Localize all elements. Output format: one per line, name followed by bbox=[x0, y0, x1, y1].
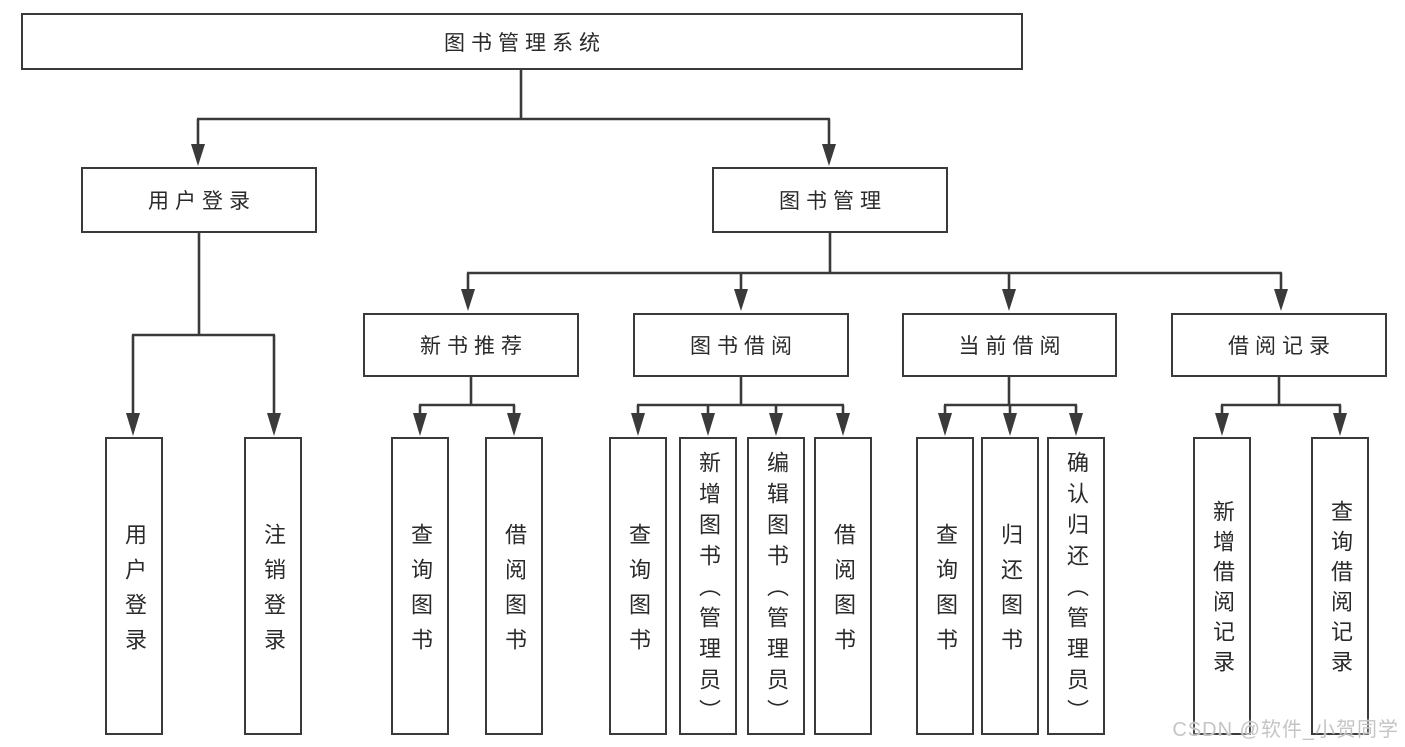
arrowhead-icon bbox=[836, 413, 850, 436]
connector-mgmt-to-level3 bbox=[466, 233, 1283, 291]
leaf-logout: 注销登录 bbox=[244, 437, 302, 735]
connector-current-branch bbox=[943, 377, 1078, 415]
csdn-watermark: CSDN @软件_小贺同学 bbox=[1172, 719, 1399, 741]
arrowhead-icon bbox=[631, 413, 645, 436]
node-book-management: 图书管理 bbox=[712, 167, 948, 233]
leaf-user-login: 用户登录 bbox=[105, 437, 163, 735]
leaf-edit-books-admin: 编辑图书（管理员） bbox=[747, 437, 805, 735]
leaf-label: 借阅图书 bbox=[831, 522, 856, 663]
leaf-label: 注销登录 bbox=[261, 522, 286, 663]
node-label: 图书借阅 bbox=[690, 335, 798, 358]
leaf-label: 确认归还（管理员） bbox=[1064, 451, 1089, 730]
arrowhead-icon bbox=[413, 413, 427, 436]
arrowhead-icon bbox=[191, 144, 205, 166]
arrowhead-icon bbox=[1002, 289, 1016, 311]
leaf-label: 查询图书 bbox=[933, 522, 958, 663]
arrowhead-icon bbox=[1333, 413, 1347, 436]
node-label: 当前借阅 bbox=[958, 335, 1067, 358]
leaf-borrow-books-recommend: 借阅图书 bbox=[485, 437, 543, 735]
leaf-add-borrow-record: 新增借阅记录 bbox=[1193, 437, 1251, 735]
leaf-query-books-current: 查询图书 bbox=[916, 437, 974, 735]
leaf-label: 编辑图书（管理员） bbox=[764, 451, 789, 730]
leaf-label: 查询借阅记录 bbox=[1328, 500, 1353, 680]
arrowhead-icon bbox=[938, 413, 952, 436]
leaf-label: 查询图书 bbox=[626, 522, 651, 663]
node-root-label: 图书管理系统 bbox=[444, 31, 606, 55]
leaf-return-books: 归还图书 bbox=[981, 437, 1039, 735]
leaf-label: 用户登录 bbox=[122, 522, 147, 663]
leaf-query-borrow-record: 查询借阅记录 bbox=[1311, 437, 1369, 735]
arrowhead-icon bbox=[1215, 413, 1229, 436]
node-current-borrow: 当前借阅 bbox=[902, 313, 1117, 377]
leaf-label: 新增借阅记录 bbox=[1210, 500, 1235, 680]
node-new-book-recommend: 新书推荐 bbox=[363, 313, 579, 377]
arrowhead-icon bbox=[461, 289, 475, 311]
leaf-label: 查询图书 bbox=[408, 522, 433, 663]
arrowhead-icon bbox=[126, 413, 140, 436]
connector-login-to-leaves bbox=[131, 233, 276, 415]
arrowhead-icon bbox=[507, 413, 521, 436]
connector-recommend-branch bbox=[418, 377, 516, 415]
node-label: 图书管理 bbox=[779, 190, 887, 213]
node-user-login: 用户登录 bbox=[81, 167, 317, 233]
leaf-label: 归还图书 bbox=[998, 522, 1023, 663]
arrowhead-icon bbox=[822, 144, 836, 166]
leaf-confirm-return-admin: 确认归还（管理员） bbox=[1047, 437, 1105, 735]
arrowhead-icon bbox=[769, 413, 783, 436]
node-book-borrow: 图书借阅 bbox=[633, 313, 849, 377]
leaf-borrow-books: 借阅图书 bbox=[814, 437, 872, 735]
arrowhead-icon bbox=[1274, 289, 1288, 311]
arrowhead-icon bbox=[734, 289, 748, 311]
connector-history-branch bbox=[1220, 377, 1342, 415]
node-label: 新书推荐 bbox=[420, 335, 528, 358]
node-root-system: 图书管理系统 bbox=[21, 13, 1023, 70]
connector-borrow-branch bbox=[636, 377, 845, 415]
leaf-label: 新增图书（管理员） bbox=[696, 451, 721, 730]
arrowhead-icon bbox=[1069, 413, 1083, 436]
node-label: 用户登录 bbox=[148, 190, 256, 213]
leaf-query-books-borrow: 查询图书 bbox=[609, 437, 667, 735]
arrowhead-icon bbox=[701, 413, 715, 436]
arrowhead-icon bbox=[267, 413, 281, 436]
node-borrow-records: 借阅记录 bbox=[1171, 313, 1387, 377]
leaf-label: 借阅图书 bbox=[502, 522, 527, 663]
leaf-query-books-recommend: 查询图书 bbox=[391, 437, 449, 735]
connector-root-to-level2 bbox=[196, 70, 831, 147]
arrowhead-icon bbox=[1003, 413, 1017, 436]
leaf-add-books-admin: 新增图书（管理员） bbox=[679, 437, 737, 735]
node-label: 借阅记录 bbox=[1228, 335, 1336, 358]
